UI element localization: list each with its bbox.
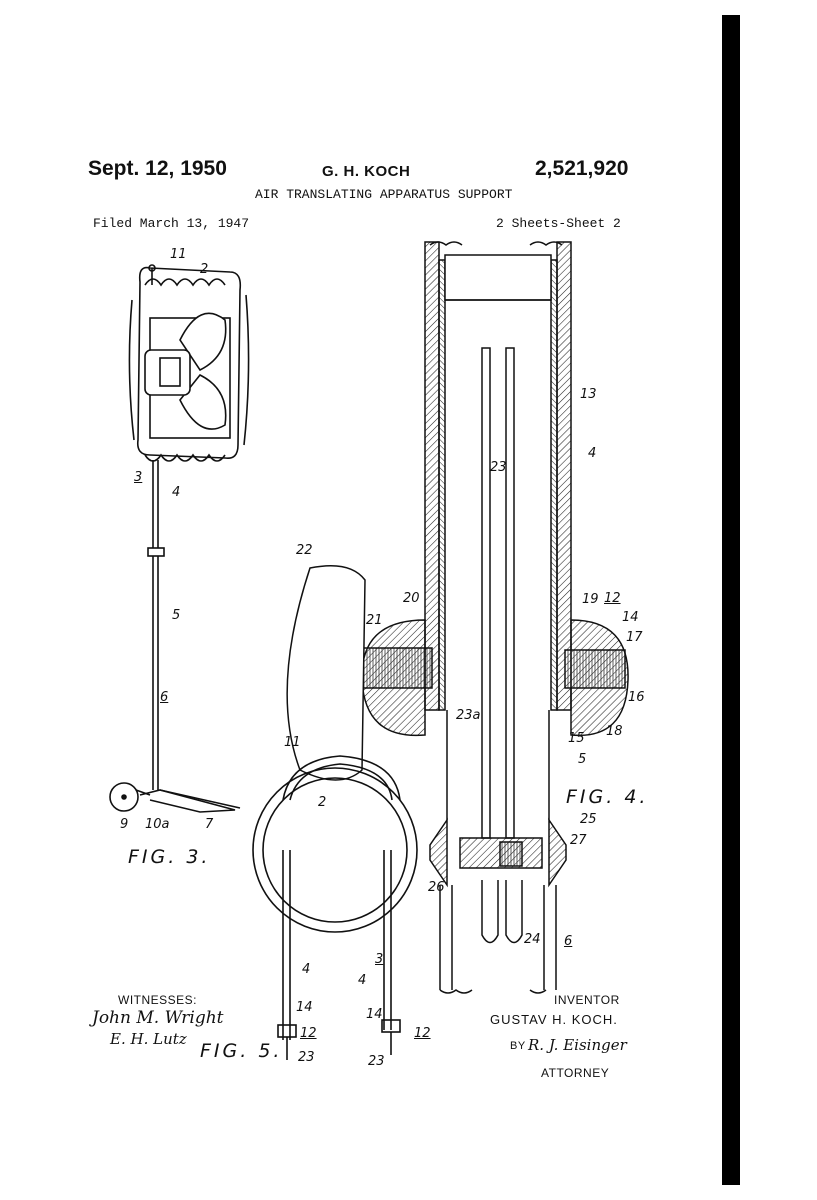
ref-fig3-2: 2 bbox=[200, 262, 209, 277]
ref-fig5-23-right: 23 bbox=[368, 1054, 385, 1069]
fig3-caption: FIG. 3. bbox=[128, 846, 211, 868]
ref-fig4-23: 23 bbox=[490, 460, 507, 475]
ref-fig4-4: 4 bbox=[588, 446, 597, 461]
ref-fig4-23a: 23a bbox=[456, 708, 481, 723]
inventor-label: INVENTOR bbox=[554, 993, 620, 1007]
ref-fig4-27: 27 bbox=[570, 833, 587, 848]
ref-fig3-10a: 10a bbox=[145, 817, 170, 832]
ref-fig5-12-left: 12 bbox=[300, 1026, 317, 1041]
ref-fig3-4: 4 bbox=[172, 485, 181, 500]
patent-date: Sept. 12, 1950 bbox=[88, 157, 227, 180]
ref-fig5-14-left: 14 bbox=[296, 1000, 313, 1015]
fig5-drawing bbox=[252, 755, 418, 1060]
ref-fig5-2: 2 bbox=[318, 795, 327, 810]
ref-fig4-26: 26 bbox=[428, 880, 445, 895]
ref-fig4-24: 24 bbox=[524, 932, 541, 947]
ref-fig5-12-right: 12 bbox=[414, 1026, 431, 1041]
ref-fig5-23-left: 23 bbox=[298, 1050, 315, 1065]
ref-fig4-20: 20 bbox=[403, 591, 420, 606]
inventor-name: GUSTAV H. KOCH. bbox=[490, 1012, 618, 1027]
inventor-header: G. H. KOCH bbox=[322, 163, 411, 180]
sheet-count: 2 Sheets-Sheet 2 bbox=[496, 216, 621, 231]
attorney-label: ATTORNEY bbox=[541, 1066, 610, 1080]
patent-number: 2,521,920 bbox=[535, 157, 629, 180]
ref-fig3-6: 6 bbox=[160, 690, 169, 705]
ref-fig4-22: 22 bbox=[296, 543, 313, 558]
ref-fig4-19: 19 bbox=[582, 592, 599, 607]
ref-fig5-11: 11 bbox=[284, 735, 301, 750]
filed-date: Filed March 13, 1947 bbox=[93, 216, 250, 231]
ref-fig4-16: 16 bbox=[628, 690, 645, 705]
ref-fig5-4-right: 4 bbox=[358, 973, 367, 988]
ref-fig3-5: 5 bbox=[172, 608, 181, 623]
ref-fig4-12: 12 bbox=[604, 591, 621, 606]
ref-fig4-6: 6 bbox=[564, 934, 573, 949]
witness-2-signature: E. H. Lutz bbox=[110, 1030, 187, 1048]
ref-fig4-14: 14 bbox=[622, 610, 639, 625]
ref-fig3-3: 3 bbox=[134, 470, 143, 485]
ref-fig5-14-right: 14 bbox=[366, 1007, 383, 1022]
by-label: BY bbox=[510, 1040, 526, 1052]
fig3-drawing bbox=[109, 264, 250, 813]
ref-fig4-25: 25 bbox=[580, 812, 597, 827]
ref-fig3-9: 9 bbox=[120, 817, 129, 832]
ref-fig3-11: 11 bbox=[170, 247, 187, 262]
ref-fig4-15: 15 bbox=[568, 731, 585, 746]
scan-edge-bar bbox=[722, 15, 740, 1185]
ref-fig4-21: 21 bbox=[366, 613, 383, 628]
ref-fig5-3: 3 bbox=[375, 952, 384, 967]
ref-fig3-7: 7 bbox=[205, 817, 214, 832]
witnesses-label: WITNESSES: bbox=[118, 993, 198, 1007]
witness-1-signature: John M. Wright bbox=[92, 1008, 224, 1028]
ref-fig5-4-left: 4 bbox=[302, 962, 311, 977]
ref-fig4-5: 5 bbox=[578, 752, 587, 767]
ref-fig4-13: 13 bbox=[580, 387, 597, 402]
attorney-signature: R. J. Eisinger bbox=[528, 1036, 627, 1054]
patent-title: AIR TRANSLATING APPARATUS SUPPORT bbox=[255, 187, 513, 202]
fig4-drawing bbox=[286, 241, 629, 994]
ref-fig4-17: 17 bbox=[626, 630, 643, 645]
fig4-caption: FIG. 4. bbox=[566, 786, 649, 808]
fig5-caption: FIG. 5. bbox=[200, 1040, 283, 1062]
ref-fig4-18: 18 bbox=[606, 724, 623, 739]
